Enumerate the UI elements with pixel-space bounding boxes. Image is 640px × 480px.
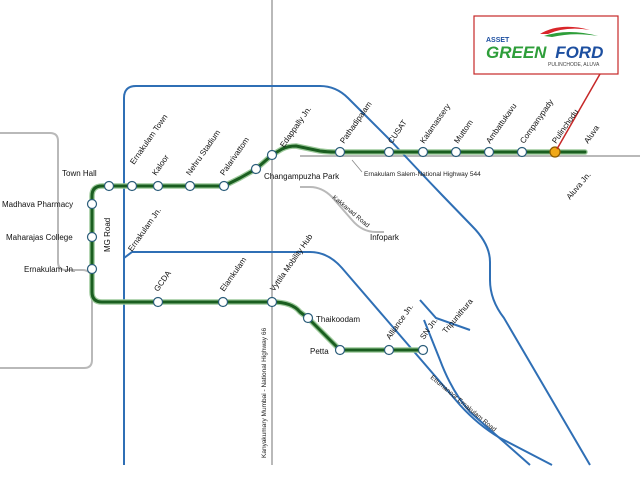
station-elamkulam[interactable]: [217, 296, 229, 308]
station-ernakulam-town[interactable]: [126, 180, 138, 192]
station-edappally-jn[interactable]: [266, 149, 278, 161]
station-thaikoodam[interactable]: [302, 312, 314, 324]
label-sn-jn: SN Jn.: [418, 316, 439, 341]
label-palarivattom: Palarivattom: [218, 135, 251, 177]
callout-box: [473, 15, 619, 75]
blue-road-tripunithura: [419, 299, 471, 331]
label-kakkanad-road: Kakkanad Road: [331, 194, 371, 229]
label-aluva-jn: Aluva Jn.: [565, 170, 593, 201]
logo-location: PULINCHODE, ALUVA: [548, 62, 600, 68]
grey-road-kakkanad: [300, 186, 384, 233]
label-changampuzha-park: Changampuzha Park: [264, 172, 340, 181]
station-alliance-jn[interactable]: [383, 344, 395, 356]
station-kaloor[interactable]: [152, 180, 164, 192]
blue-road-ettumanoor: [423, 319, 531, 466]
callout: ASSET GREEN FORD PULINCHODE, ALUVA: [473, 15, 619, 150]
blue-road-north-loop: [123, 85, 591, 466]
station-vyttila-mobility-hub[interactable]: [266, 296, 278, 308]
label-mg-road: MG Road: [103, 218, 112, 252]
logo-swoosh-green: [544, 32, 598, 37]
label-aluva: Aluva: [582, 123, 601, 145]
label-edappally-jn: Edappally Jn.: [278, 105, 313, 150]
grey-roads: [0, 0, 640, 465]
callout-pointer: [556, 73, 601, 150]
metro-line-south-outline: [89, 266, 426, 353]
label-nh66: Kanyakumary Mumbai - National Highway 66: [261, 328, 268, 458]
logo-swoosh-red: [540, 26, 590, 34]
logo-asset: ASSET: [486, 37, 510, 44]
label-ernakulam-jn-road: Ernakulam Jn.: [126, 206, 163, 253]
logo-ford: FORD: [555, 43, 603, 62]
stations: [86, 146, 528, 356]
station-pulinchodu-highlight[interactable]: [549, 146, 561, 158]
label-cusat: CUSAT: [386, 118, 409, 145]
label-infopark: Infopark: [370, 233, 400, 242]
station-ambattukavu[interactable]: [483, 146, 495, 158]
blue-roads: [123, 85, 591, 466]
blue-road-middle: [123, 251, 553, 466]
station-maharajas-college[interactable]: [86, 231, 98, 243]
label-petta: Petta: [310, 347, 329, 356]
label-gcda: GCDA: [152, 269, 173, 294]
station-town-hall[interactable]: [103, 180, 115, 192]
station-pathadipalam[interactable]: [334, 146, 346, 158]
label-pulinchodu: Pulinchodu: [550, 108, 580, 146]
nh544-leader: [351, 159, 363, 173]
label-thaikoodam: Thaikoodam: [316, 315, 360, 324]
station-nehru-stadium[interactable]: [184, 180, 196, 192]
grey-road-left-loop: [0, 132, 93, 369]
label-ettumanoor-road: Ettumanoor Ernakulam Road: [429, 374, 498, 433]
station-companypady[interactable]: [516, 146, 528, 158]
label-ambattukavu: Ambattukavu: [484, 102, 518, 145]
label-muttom: Muttom: [452, 118, 475, 145]
label-maharajas-college: Maharajas College: [6, 233, 73, 242]
station-changampuzha-park[interactable]: [250, 163, 262, 175]
label-companypady: Companypady: [518, 98, 555, 145]
station-kalamassery[interactable]: [417, 146, 429, 158]
label-kalamassery: Kalamassery: [418, 102, 452, 145]
label-kaloor: Kaloor: [150, 153, 171, 177]
station-cusat[interactable]: [383, 146, 395, 158]
label-vyttila-mobility-hub: Vyttila Mobility Hub: [268, 232, 315, 293]
station-madhava-pharmacy[interactable]: [86, 198, 98, 210]
station-gcda[interactable]: [152, 296, 164, 308]
station-sn-jn[interactable]: [417, 344, 429, 356]
station-muttom[interactable]: [450, 146, 462, 158]
label-nh544: Ernakulam Salem-National Highway 544: [364, 171, 481, 178]
metro-line-south: [90, 267, 425, 352]
metro-line-main: [90, 144, 587, 271]
label-nehru-stadium: Nehru Stadium: [184, 128, 222, 177]
label-ernakulam-jn: Ernakulam Jn.: [24, 265, 75, 274]
logo-wordmark: GREEN FORD: [486, 43, 603, 62]
label-madhava-pharmacy: Madhava Pharmacy: [2, 200, 73, 209]
station-palarivattom[interactable]: [218, 180, 230, 192]
station-ernakulam-jn[interactable]: [86, 263, 98, 275]
label-town-hall: Town Hall: [62, 169, 97, 178]
station-labels: Town Hall Madhava Pharmacy Maharajas Col…: [2, 98, 580, 356]
logo-green: GREEN: [486, 43, 547, 62]
label-elamkulam: Elamkulam: [218, 255, 248, 293]
station-petta[interactable]: [334, 344, 346, 356]
